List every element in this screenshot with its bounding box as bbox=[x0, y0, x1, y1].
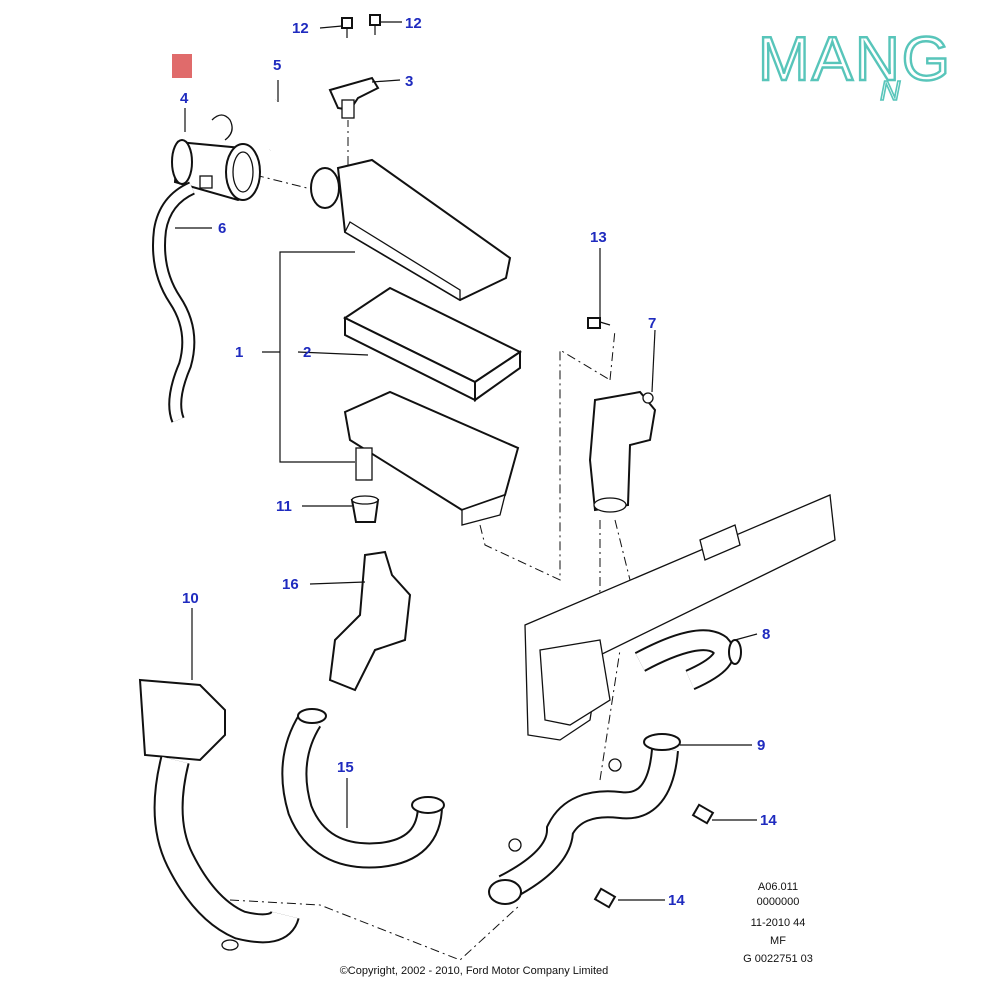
callout-labels: 4 5 6 3 12 12 1 2 13 7 11 8 9 14 14 10 1… bbox=[180, 15, 777, 909]
callout-13: 13 bbox=[590, 229, 607, 246]
part-12-bolts bbox=[341, 14, 381, 38]
part-2-filter-element bbox=[343, 286, 522, 402]
callout-11: 11 bbox=[276, 498, 292, 515]
part-10-inlet-duct bbox=[138, 678, 300, 951]
diagram-metadata: A06.011 0000000 11-2010 44 MF G 0022751 … bbox=[743, 881, 813, 965]
part-13-bolt bbox=[587, 317, 611, 329]
callout-15: 15 bbox=[337, 759, 354, 776]
callout-14-upper: 14 bbox=[760, 812, 777, 829]
callout-10: 10 bbox=[182, 590, 199, 607]
callout-3: 3 bbox=[405, 73, 413, 90]
callout-6: 6 bbox=[218, 220, 226, 237]
callout-1: 1 bbox=[235, 344, 243, 361]
meta-line-3: 11-2010 44 bbox=[751, 917, 806, 929]
callout-2: 2 bbox=[303, 344, 311, 361]
leader-lines bbox=[175, 21, 758, 901]
part-14-bolts bbox=[593, 803, 715, 909]
meta-line-2: 0000000 bbox=[757, 896, 800, 908]
meta-line-1: A06.011 bbox=[758, 881, 798, 893]
highlight-marker bbox=[172, 54, 192, 78]
part-4-maf-housing bbox=[171, 114, 261, 202]
callout-12-left: 12 bbox=[292, 20, 309, 37]
part-3-sensor bbox=[328, 76, 380, 119]
bracket-part-1 bbox=[262, 251, 355, 463]
part-5-small-hose bbox=[265, 98, 280, 152]
callout-8: 8 bbox=[762, 626, 770, 643]
part-11-grommet bbox=[350, 495, 380, 523]
callout-16: 16 bbox=[282, 576, 299, 593]
callout-4: 4 bbox=[180, 90, 189, 107]
air-cleaner-cover bbox=[310, 158, 512, 302]
part-8-hose bbox=[634, 629, 742, 691]
body-panel-structure bbox=[524, 494, 836, 741]
callout-7: 7 bbox=[648, 315, 656, 332]
part-7-resonator-duct bbox=[588, 390, 657, 513]
logo-main-text: MANG bbox=[758, 25, 952, 94]
logo-sub-text: N bbox=[880, 75, 901, 106]
part-9-intake-duct bbox=[488, 733, 681, 905]
part-16-bracket-duct bbox=[328, 550, 412, 692]
part-15-hose bbox=[281, 708, 445, 869]
copyright-notice: ©Copyright, 2002 - 2010, Ford Motor Comp… bbox=[340, 965, 609, 977]
meta-line-4: MF bbox=[770, 935, 786, 947]
callout-14-lower: 14 bbox=[668, 892, 685, 909]
callout-12-right: 12 bbox=[405, 15, 422, 32]
callout-5: 5 bbox=[273, 57, 281, 74]
callout-9: 9 bbox=[757, 737, 765, 754]
brand-logo: MANG N bbox=[757, 24, 952, 107]
assembly-dashed-lines bbox=[229, 120, 641, 961]
meta-line-5: G 0022751 03 bbox=[743, 953, 813, 965]
air-cleaner-lower-housing bbox=[343, 390, 520, 526]
part-6-breather-hose bbox=[152, 181, 196, 423]
